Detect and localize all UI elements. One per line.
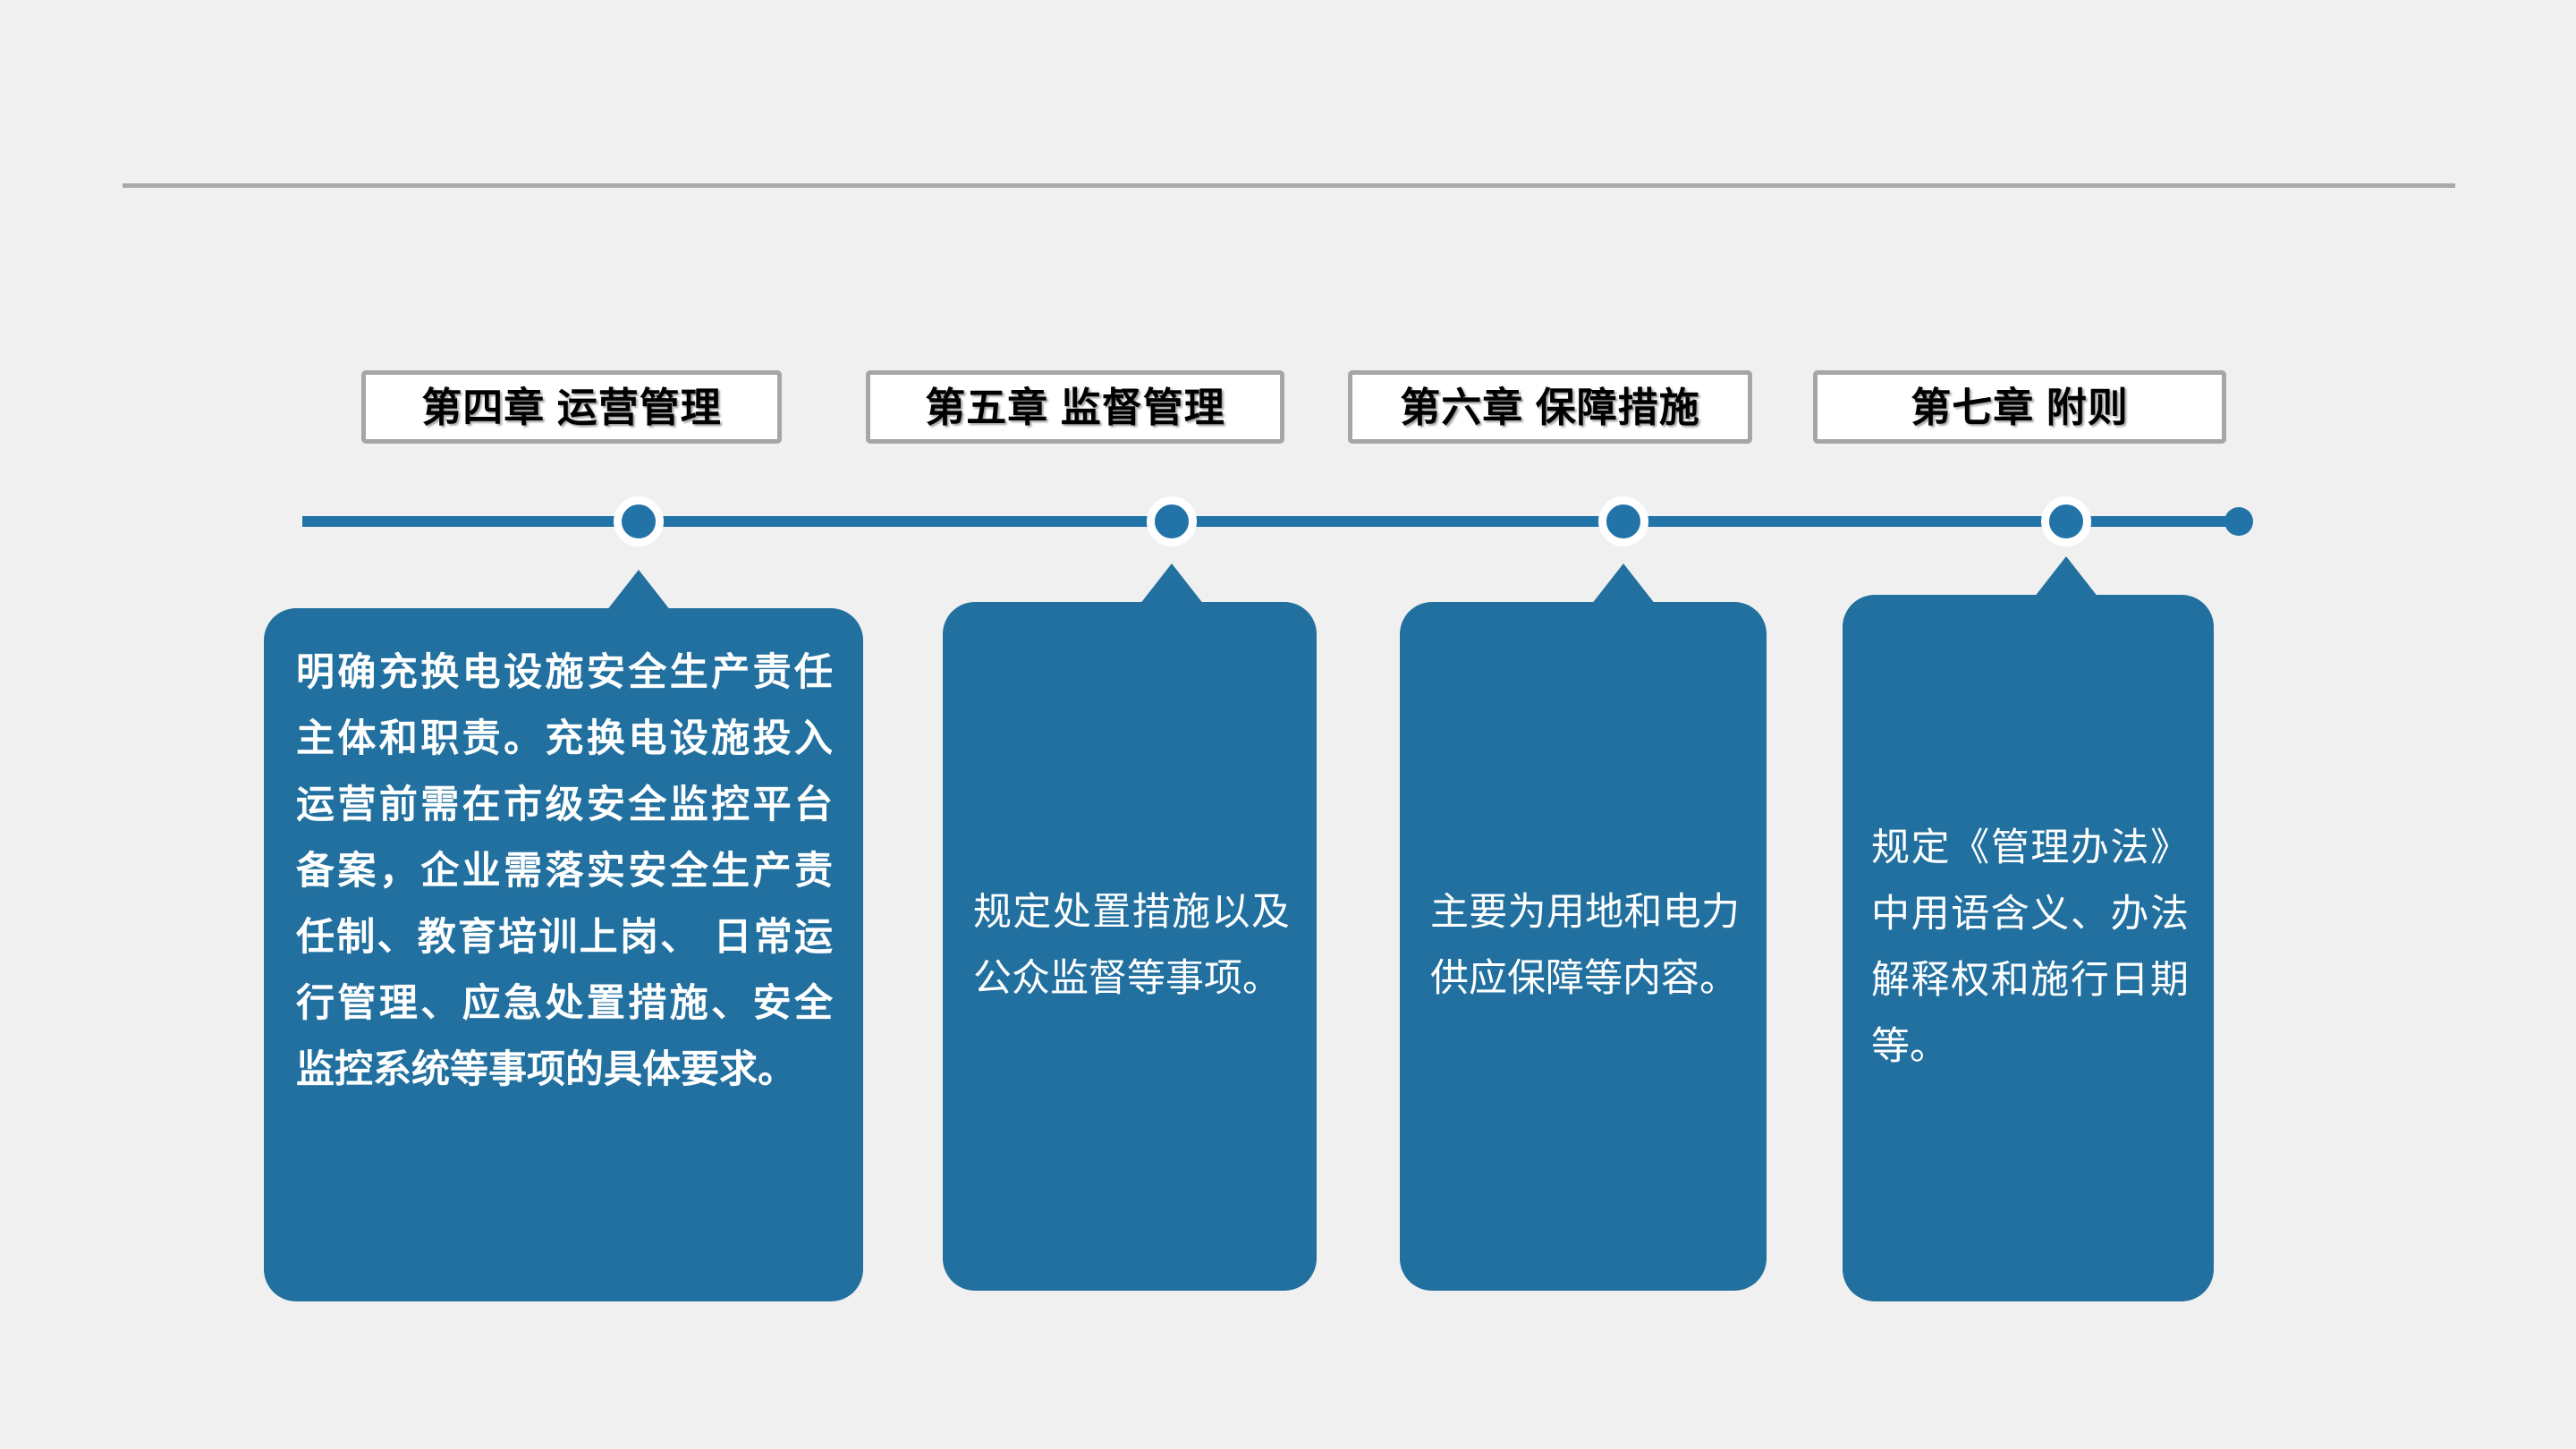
chapter-chip-5[interactable]: 第五章 监督管理 (866, 370, 1284, 444)
chapter-chip-7[interactable]: 第七章 附则 (1813, 370, 2226, 444)
timeline-end-dot (2224, 507, 2253, 536)
card-body-text: 主要为用地和电力供应保障等内容。 (1430, 891, 1740, 1000)
content-card-chapter-7[interactable]: 规定《管理办法》中用语含义、办法解释权和施行日期等。 (1843, 595, 2214, 1301)
card-body-text: 规定《管理办法》中用语含义、办法解释权和施行日期等。 (1871, 826, 2189, 1068)
timeline-node-6[interactable] (1598, 496, 1648, 547)
card-pointer-triangle-6 (1591, 564, 1656, 605)
card-body-text: 明确充换电设施安全生产责任主体和职责。充换电设施投入运营前需在市级安全监控平台备… (296, 651, 833, 1091)
timeline-node-5[interactable] (1147, 496, 1197, 547)
card-body-text: 规定处置措施以及公众监督等事项。 (973, 891, 1290, 1000)
timeline-node-4[interactable] (614, 496, 664, 547)
chapter-chip-label: 第六章 保障措施 (1400, 384, 1700, 430)
chapter-chip-label: 第四章 运营管理 (421, 384, 722, 430)
chapter-chip-4[interactable]: 第四章 运营管理 (361, 370, 782, 444)
content-card-chapter-5[interactable]: 规定处置措施以及公众监督等事项。 (943, 602, 1317, 1291)
timeline-axis-line (302, 516, 2248, 527)
card-pointer-triangle-7 (2034, 556, 2098, 597)
content-card-chapter-4[interactable]: 明确充换电设施安全生产责任主体和职责。充换电设施投入运营前需在市级安全监控平台备… (264, 608, 863, 1301)
card-pointer-triangle-5 (1140, 564, 1204, 605)
content-card-chapter-6[interactable]: 主要为用地和电力供应保障等内容。 (1400, 602, 1767, 1291)
top-divider-rule (123, 183, 2455, 188)
chapter-chip-label: 第五章 监督管理 (925, 384, 1225, 430)
timeline-node-7[interactable] (2041, 496, 2091, 547)
chapter-chip-label: 第七章 附则 (1911, 384, 2129, 430)
chapter-chip-6[interactable]: 第六章 保障措施 (1348, 370, 1752, 444)
card-pointer-triangle-4 (606, 570, 671, 611)
